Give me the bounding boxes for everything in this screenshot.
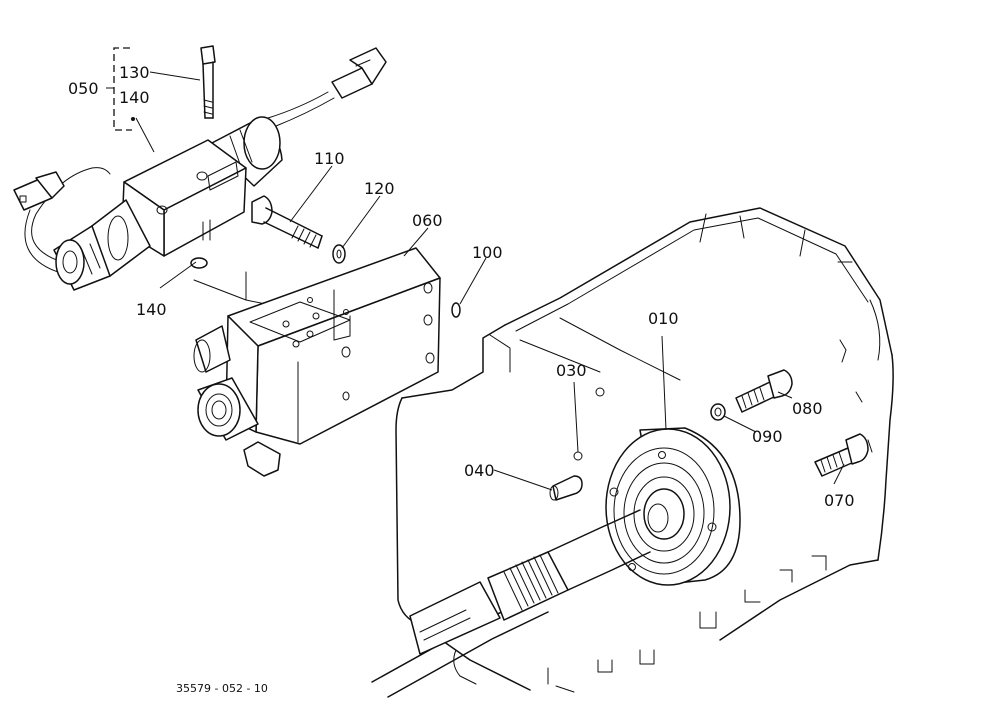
label-140-bottom: 140 — [136, 300, 167, 319]
label-130: 130 — [119, 63, 150, 82]
assembly-050-bracket — [113, 47, 132, 131]
label-040: 040 — [464, 461, 495, 480]
ball-part — [573, 387, 605, 461]
transmission-housing — [395, 207, 894, 693]
bolt-070-part — [814, 433, 869, 477]
o-ring-140-part — [190, 257, 208, 269]
shaft-part — [371, 509, 651, 698]
drawing-code: 35579 - 052 - 10 — [176, 682, 268, 695]
dowel-pin-part — [549, 475, 583, 501]
washer-090-part — [710, 403, 726, 421]
label-060: 060 — [412, 211, 443, 230]
label-050: 050 — [68, 79, 99, 98]
label-090: 090 — [752, 427, 783, 446]
bolt-080-part — [735, 369, 793, 413]
o-ring-100-part — [451, 302, 461, 318]
label-100: 100 — [472, 243, 503, 262]
label-080: 080 — [792, 399, 823, 418]
label-030: 030 — [556, 361, 587, 380]
label-140-top: 140 — [119, 88, 150, 107]
flange-part — [605, 427, 741, 586]
leader-lines — [135, 71, 845, 491]
label-110: 110 — [314, 149, 345, 168]
solenoid-valve-part — [13, 45, 387, 291]
valve-block-part — [193, 247, 441, 477]
leader-dot — [131, 117, 135, 121]
label-120: 120 — [364, 179, 395, 198]
label-010: 010 — [648, 309, 679, 328]
washer-120-part — [332, 244, 346, 264]
label-070: 070 — [824, 491, 855, 510]
bolt-110-part — [251, 195, 323, 249]
